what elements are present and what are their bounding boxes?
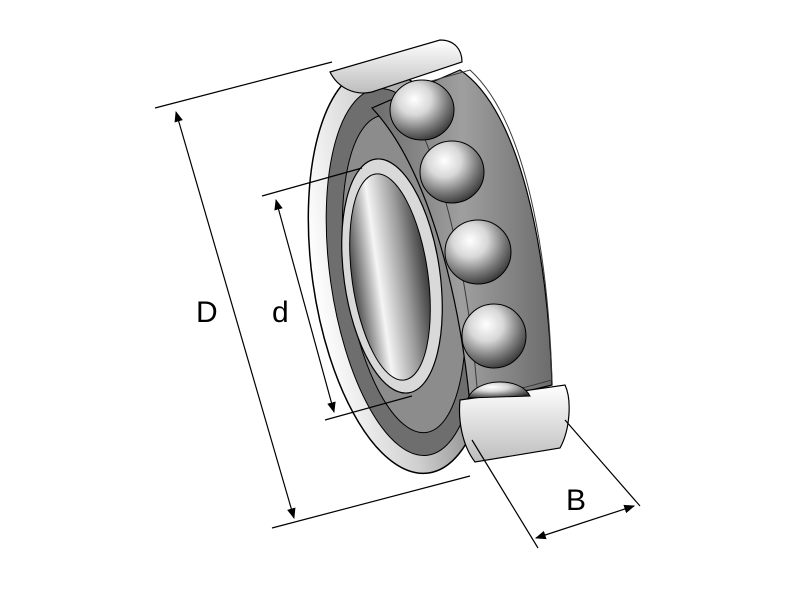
- outer-ring-section-bottom: [458, 384, 570, 463]
- outer-diameter-label: D: [196, 296, 218, 329]
- dimension-width: B: [471, 419, 641, 549]
- extension-line: [154, 61, 333, 109]
- dimension-outer-diameter: D: [154, 61, 471, 529]
- bearing-body: [307, 39, 570, 475]
- ball: [467, 381, 531, 399]
- extension-line: [471, 439, 539, 549]
- ball: [389, 79, 455, 141]
- extension-line: [261, 167, 363, 197]
- dimension-line: [274, 198, 336, 414]
- outer-ring-section-top: [329, 39, 463, 94]
- extension-line: [324, 395, 413, 421]
- dimension-line: [534, 504, 636, 540]
- bore-diameter-label: d: [272, 296, 289, 329]
- dimension-bore-diameter: d: [261, 167, 413, 421]
- ball: [419, 140, 485, 204]
- balls: [389, 79, 531, 399]
- dimension-line: [174, 110, 296, 520]
- extension-line: [271, 475, 471, 529]
- ball: [461, 303, 527, 369]
- ball: [444, 219, 512, 285]
- width-label: B: [566, 484, 586, 517]
- extension-line: [564, 419, 641, 507]
- bore: [349, 173, 431, 381]
